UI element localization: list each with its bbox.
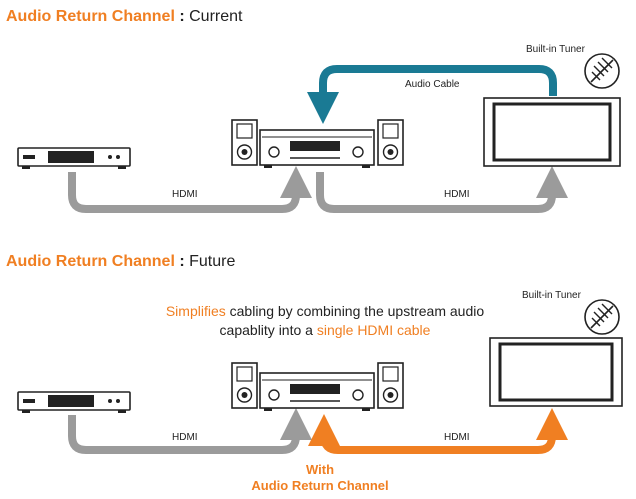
- set-top-box-icon: [17, 147, 131, 169]
- with-arc-caption: With Audio Return Channel: [230, 462, 410, 494]
- heading-current-suffix: Current: [189, 8, 243, 25]
- hdmi-label-future-left: HDMI: [172, 432, 198, 443]
- audio-cable-label: Audio Cable: [405, 79, 460, 90]
- set-top-box-icon: [17, 391, 131, 413]
- heading-current-sep: :: [174, 8, 190, 25]
- av-receiver-icon: [259, 129, 375, 168]
- desc-highlight-single-hdmi: single HDMI cable: [316, 322, 431, 338]
- heading-future-suffix: Future: [189, 253, 236, 270]
- heading-current: Audio Return Channel : Current: [6, 8, 242, 26]
- heading-current-main: Audio Return Channel: [6, 8, 175, 25]
- speaker-icon: [231, 119, 258, 166]
- hdmi-cable-current-left: [68, 166, 312, 213]
- antenna-icon: [584, 53, 620, 89]
- desc-highlight-simplifies: Simplifies: [165, 303, 226, 319]
- tv-icon: [489, 337, 623, 407]
- hdmi-cable-current-right: [316, 166, 568, 213]
- with-arc-line2: Audio Return Channel: [251, 478, 389, 493]
- hdmi-label-future-right: HDMI: [444, 432, 470, 443]
- tv-icon: [483, 97, 621, 167]
- heading-future-main: Audio Return Channel: [6, 253, 175, 270]
- heading-future: Audio Return Channel : Future: [6, 253, 235, 271]
- hdmi-cable-future-left: [68, 408, 312, 454]
- antenna-icon: [584, 299, 620, 335]
- audio-cable-current: [307, 65, 557, 124]
- speaker-icon: [377, 119, 404, 166]
- hdmi-cable-future-right-arc: [320, 408, 568, 454]
- desc-body: cabling by combining the upstream audio …: [219, 303, 485, 338]
- tuner-label-future: Built-in Tuner: [522, 290, 581, 301]
- tuner-label-current: Built-in Tuner: [526, 44, 585, 55]
- hdmi-label-current-right: HDMI: [444, 189, 470, 200]
- speaker-icon: [231, 362, 258, 409]
- speaker-icon: [377, 362, 404, 409]
- arc-description: Simplifies cabling by combining the upst…: [150, 302, 500, 340]
- av-receiver-icon: [259, 372, 375, 411]
- heading-future-sep: :: [174, 253, 190, 270]
- with-arc-line1: With: [305, 462, 335, 477]
- hdmi-label-current-left: HDMI: [172, 189, 198, 200]
